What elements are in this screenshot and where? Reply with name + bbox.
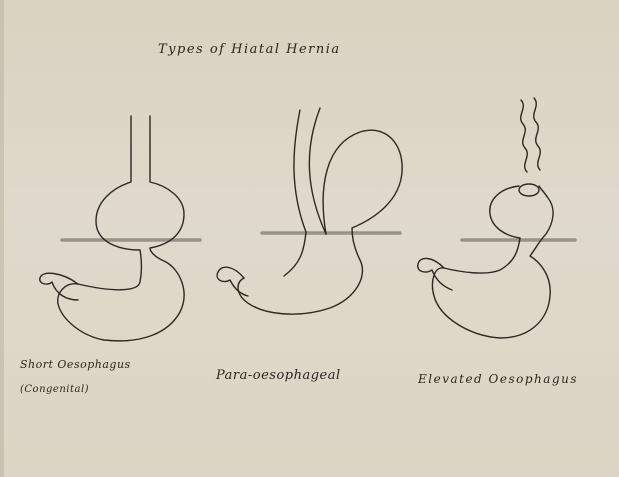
label-short-oesophagus: Short Oesophagus <box>20 358 131 371</box>
diagram-title: Types of Hiatal Hernia <box>158 42 341 57</box>
label-para-oesophageal: Para-oesophageal <box>216 368 341 383</box>
label-elevated-oesophagus: Elevated Oesophagus <box>418 372 578 386</box>
label-congenital: (Congenital) <box>20 384 89 395</box>
